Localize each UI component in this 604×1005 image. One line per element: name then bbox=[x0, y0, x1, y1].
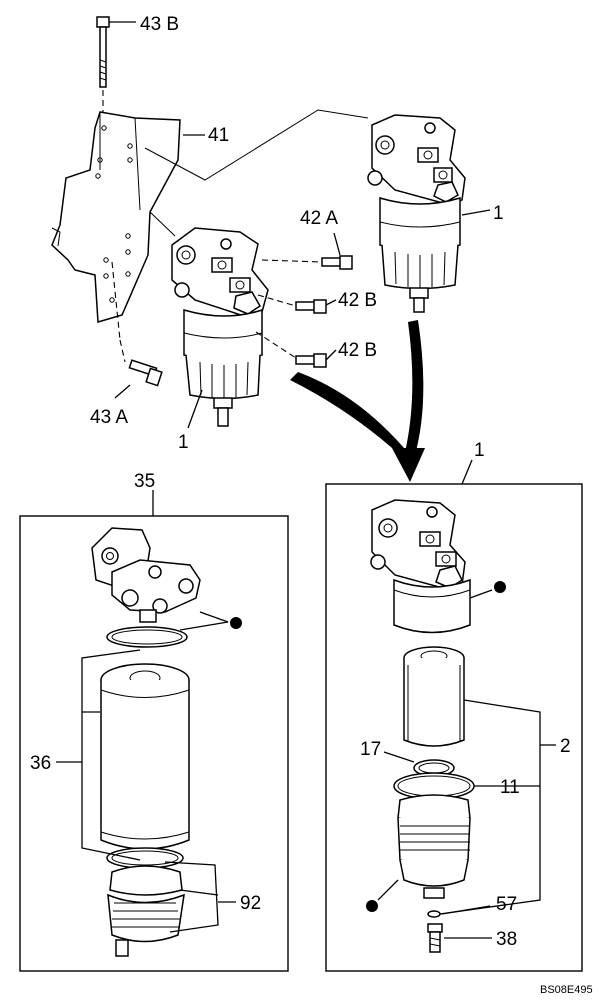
bolt-42b-upper bbox=[257, 294, 327, 314]
filter-head-35 bbox=[91, 527, 201, 623]
link-line-right bbox=[144, 109, 369, 181]
leader-1-right bbox=[461, 209, 491, 216]
bolt-42a bbox=[261, 255, 353, 270]
callout-11: 11 bbox=[500, 777, 520, 798]
leader-43a bbox=[114, 384, 131, 399]
callout-1-right: 1 bbox=[493, 203, 504, 224]
o-ring-lower bbox=[106, 847, 184, 869]
o-ring-upper bbox=[106, 626, 188, 648]
bracket-leader-2 bbox=[439, 699, 541, 915]
fuel-filter-assembly-upper bbox=[367, 114, 466, 313]
filter-bowl-92 bbox=[107, 865, 185, 957]
leader-17 bbox=[383, 751, 415, 763]
callout-92: 92 bbox=[240, 893, 261, 914]
callout-42b-upper: 42 B bbox=[338, 290, 377, 311]
detail-dot-1-upper bbox=[494, 581, 506, 593]
callout-42a: 42 A bbox=[300, 208, 338, 229]
bracket-leader-36 bbox=[81, 649, 141, 861]
fuel-filter-assembly-lower bbox=[171, 227, 269, 427]
filter-bowl-1 bbox=[397, 794, 471, 899]
leader-42a bbox=[333, 232, 341, 256]
detail-box-1 bbox=[325, 483, 583, 972]
detail-dot-1-lower bbox=[366, 900, 378, 912]
leader-1-left bbox=[187, 389, 203, 429]
drawing-reference: BS08E495 bbox=[540, 984, 593, 996]
bracket-41 bbox=[51, 111, 181, 323]
callout-1-left: 1 bbox=[178, 432, 189, 453]
filter-head-1 bbox=[370, 499, 471, 634]
leader-1-box bbox=[461, 459, 473, 485]
leader-42b-lower bbox=[325, 349, 337, 361]
callout-38: 38 bbox=[496, 929, 517, 950]
drain-plug-38 bbox=[427, 923, 443, 953]
transition-arrow bbox=[290, 320, 425, 482]
bolt-43a bbox=[111, 261, 163, 387]
callout-36: 36 bbox=[30, 753, 51, 774]
callout-35: 35 bbox=[134, 471, 155, 492]
filter-cartridge-36 bbox=[100, 663, 190, 850]
callout-17: 17 bbox=[360, 739, 381, 760]
bolt-43b bbox=[96, 16, 110, 125]
callout-43a: 43 A bbox=[90, 407, 128, 428]
detail-box-35 bbox=[19, 515, 289, 972]
callout-41: 41 bbox=[208, 125, 229, 146]
callout-57: 57 bbox=[496, 894, 517, 915]
callout-42b-lower: 42 B bbox=[338, 340, 377, 361]
detail-dot-35 bbox=[230, 617, 242, 629]
callout-2: 2 bbox=[560, 736, 571, 757]
leader-57 bbox=[441, 905, 491, 915]
callout-43b: 43 B bbox=[140, 14, 179, 35]
bolt-42b-lower bbox=[255, 331, 327, 368]
leader-42b-upper bbox=[325, 299, 337, 306]
o-ring-57 bbox=[427, 910, 441, 918]
filter-element-2 bbox=[403, 646, 465, 747]
callout-1-box: 1 bbox=[474, 440, 485, 461]
